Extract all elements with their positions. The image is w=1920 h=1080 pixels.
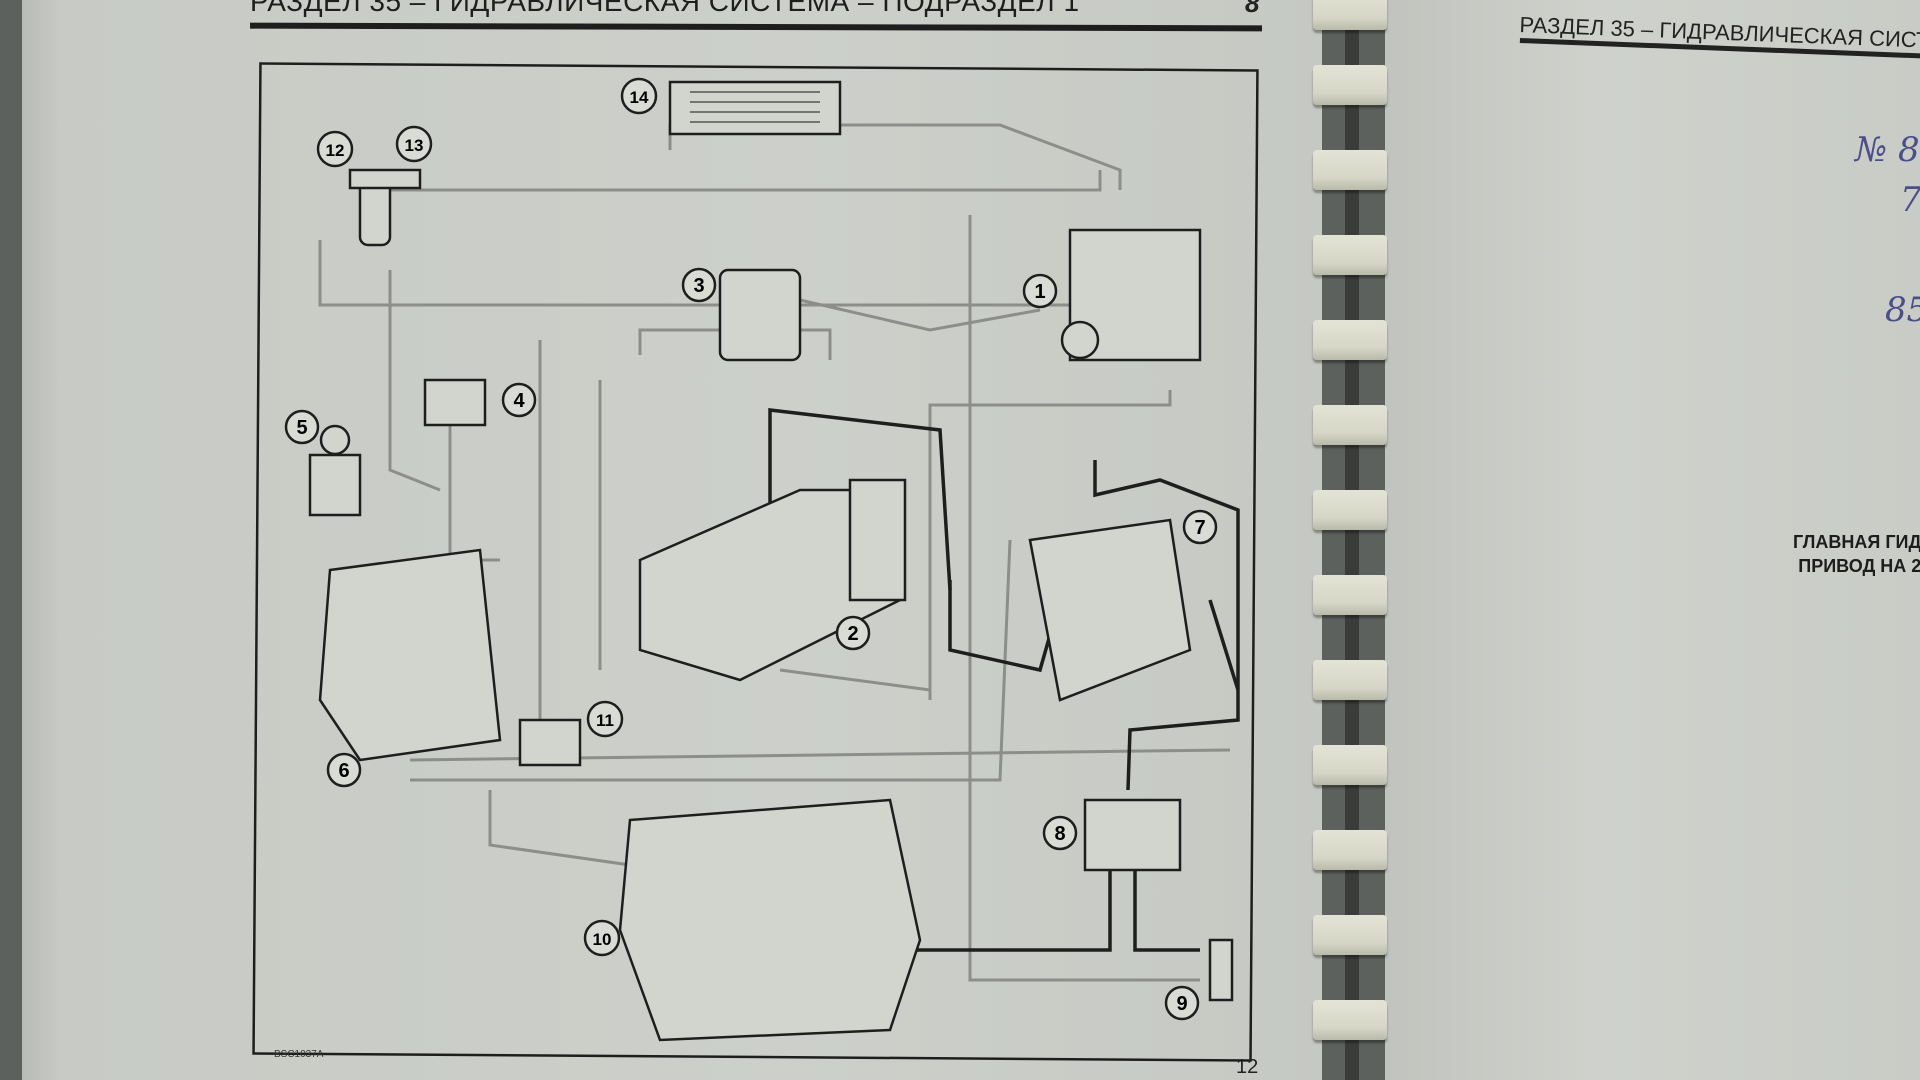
callout-9: 9 <box>1164 985 1200 1021</box>
binding-ring <box>1313 745 1387 785</box>
relay-box-11 <box>518 718 582 767</box>
callout-label: 3 <box>693 275 704 297</box>
handwritten-note: № 8 <box>1855 130 1920 170</box>
hammer-tool-9 <box>1208 938 1234 1002</box>
callout-4: 4 <box>501 382 537 418</box>
callout-5: 5 <box>284 409 320 445</box>
operator-body <box>308 453 362 517</box>
callout-label: 10 <box>593 930 612 949</box>
pressure-lines <box>768 408 1240 952</box>
callout-label: 1 <box>1034 281 1045 303</box>
callout-6: 6 <box>326 752 362 788</box>
callout-label: 9 <box>1176 993 1187 1015</box>
binding-ring <box>1313 405 1387 445</box>
callout-label: 7 <box>1194 517 1205 539</box>
binding-ring <box>1313 830 1387 870</box>
callout-10: 10 <box>583 919 621 957</box>
diagram-frame <box>252 62 1259 1062</box>
callouts: 1 2 3 4 5 6 7 8 9 10 11 12 13 14 <box>284 77 1218 1021</box>
binding-ring <box>1313 490 1387 530</box>
binding-ring <box>1313 235 1387 275</box>
binding-ring <box>1313 320 1387 360</box>
callout-13: 13 <box>395 125 433 163</box>
figure-code: BSC1037A <box>274 1049 324 1060</box>
steering-unit <box>718 268 802 362</box>
callout-1: 1 <box>1022 273 1058 309</box>
control-valve-7 <box>1028 518 1192 702</box>
callout-label: 8 <box>1054 823 1065 845</box>
binding-ring <box>1313 150 1387 190</box>
components <box>308 80 1234 1042</box>
filter-head <box>348 168 422 190</box>
side-title-line: ГЛАВНАЯ ГИД <box>1793 532 1920 552</box>
callout-12: 12 <box>316 130 354 168</box>
callout-3: 3 <box>681 267 717 303</box>
callout-label: 2 <box>847 623 858 645</box>
handwritten-note: 7 <box>1900 180 1920 220</box>
callout-label: 12 <box>326 141 345 160</box>
right-page <box>1385 0 1920 1080</box>
pump-flange <box>848 478 907 602</box>
callout-8: 8 <box>1042 815 1078 851</box>
callout-label: 14 <box>630 88 649 107</box>
priority-valve <box>423 378 487 427</box>
callout-14: 14 <box>620 77 658 115</box>
side-title-line: ПРИВОД НА 2 <box>1798 556 1920 576</box>
left-page-header: РАЗДЕЛ 35 – ГИДРАВЛИЧЕСКАЯ СИСТЕМА – ПОД… <box>250 0 1080 17</box>
callout-label: 11 <box>596 711 614 730</box>
binding-ring <box>1313 660 1387 700</box>
callout-7: 7 <box>1182 509 1218 545</box>
control-valve-6 <box>318 548 502 762</box>
side-title: ГЛАВНАЯ ГИД ПРИВОД НА 2 <box>1793 530 1920 578</box>
callout-label: 13 <box>405 136 424 155</box>
left-page-header-number: 8 <box>1245 0 1260 18</box>
operator-figure <box>319 424 351 456</box>
callout-11: 11 <box>586 700 624 738</box>
callout-label: 5 <box>296 417 307 439</box>
callout-2: 2 <box>835 615 871 651</box>
oil-cooler <box>668 80 842 136</box>
reservoir-gauge <box>1060 320 1100 360</box>
binding-ring <box>1313 575 1387 615</box>
control-valve-10 <box>618 798 922 1042</box>
callout-label: 6 <box>338 760 349 782</box>
return-lines <box>318 123 1231 982</box>
binding-ring <box>1313 0 1387 30</box>
binding-ring <box>1313 65 1387 105</box>
valve-8 <box>1083 798 1182 872</box>
binding-ring <box>1313 1000 1387 1040</box>
callout-label: 4 <box>513 390 525 412</box>
handwritten-note: 85 <box>1885 290 1920 330</box>
binding-ring <box>1313 915 1387 955</box>
page-number: 12 <box>1236 1056 1259 1078</box>
